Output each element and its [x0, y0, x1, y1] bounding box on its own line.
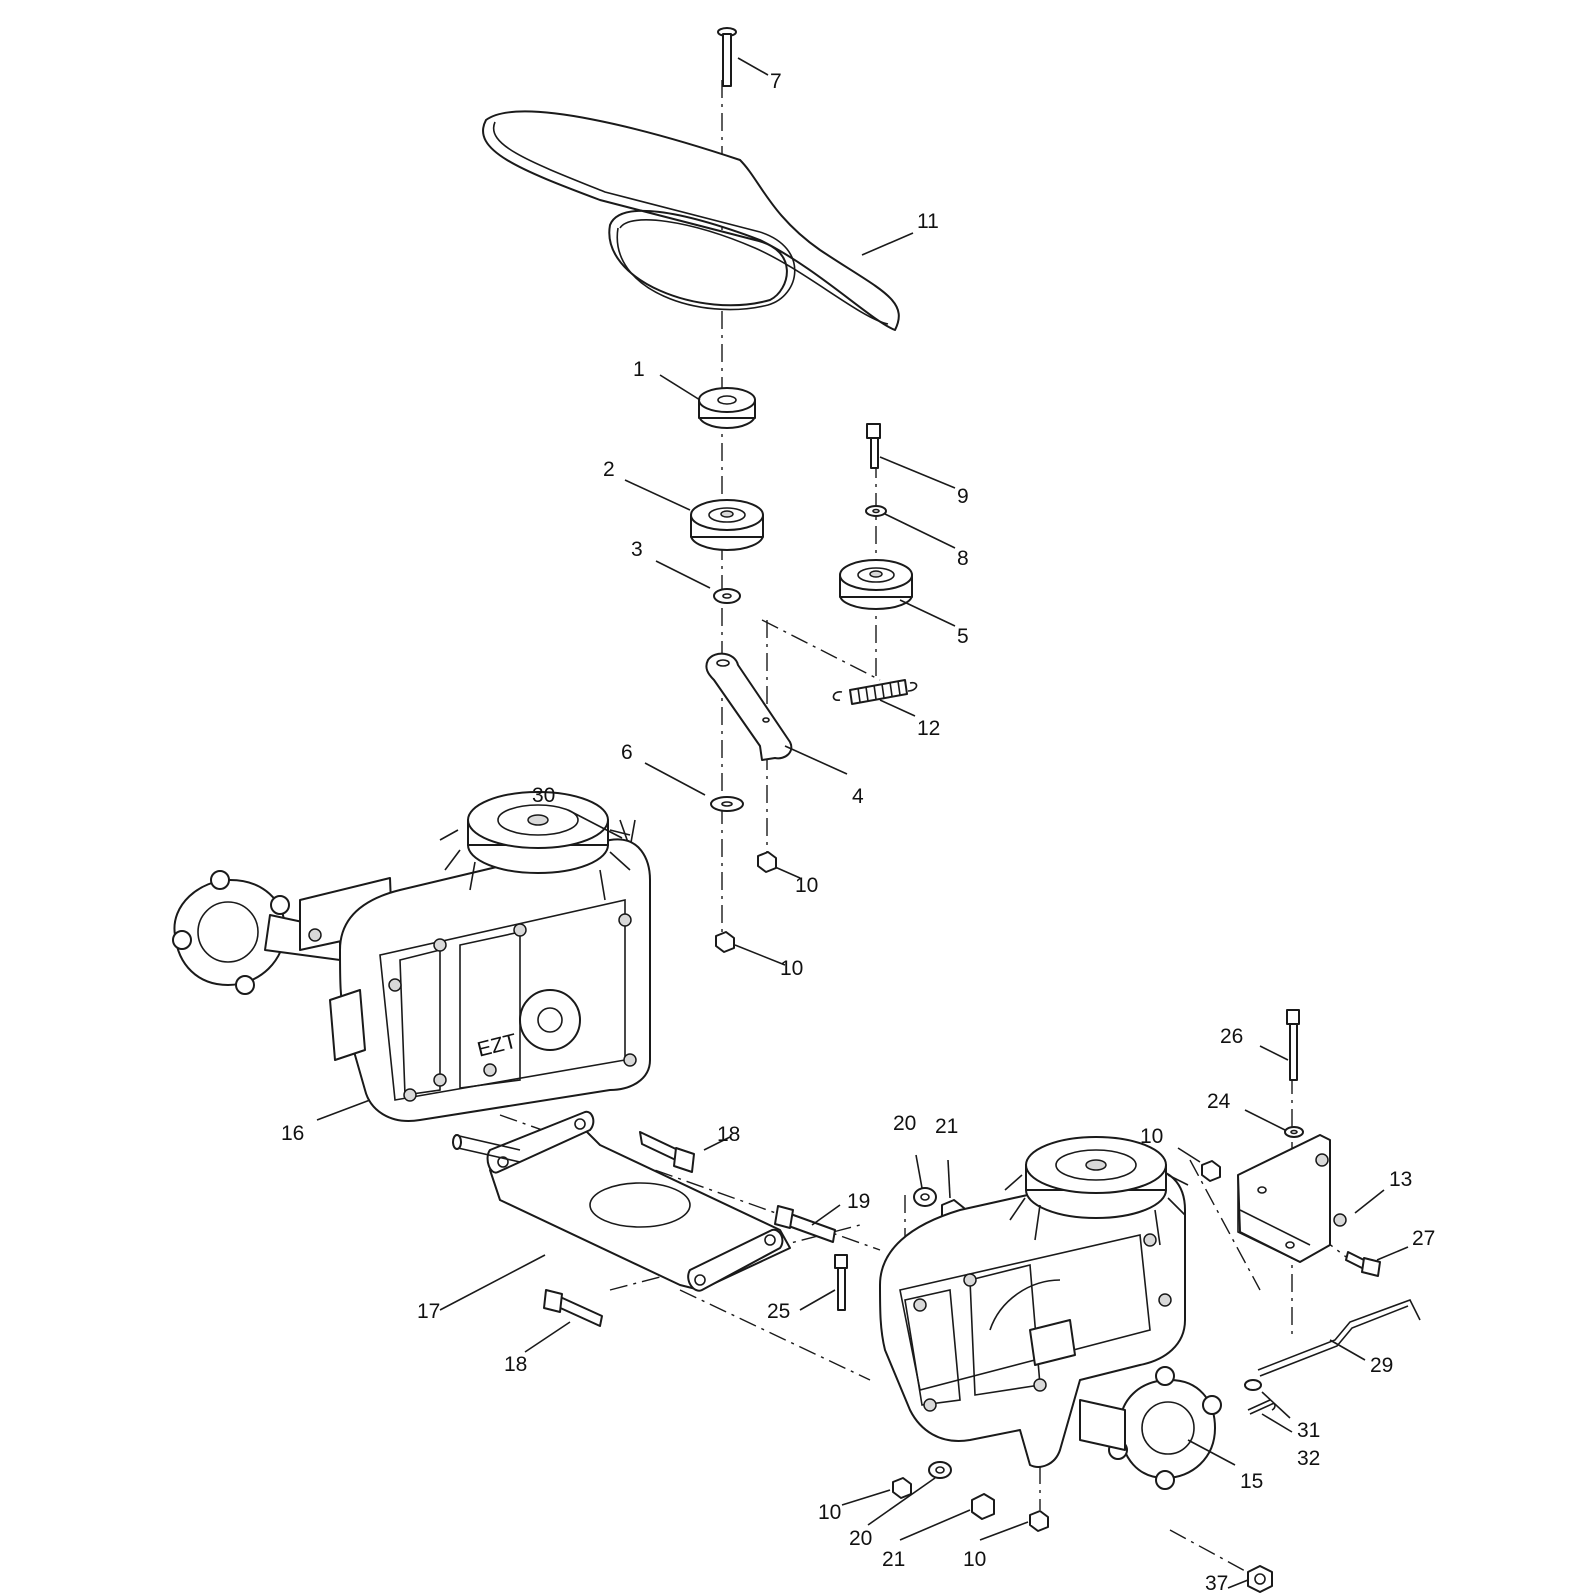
callout-4: 4 [852, 785, 864, 808]
idler-pulley-2 [690, 499, 764, 551]
clevis-pin-7 [717, 27, 737, 87]
washer-20-upper [913, 1187, 937, 1207]
left-transaxle-16 [172, 791, 651, 1122]
callout-20-a: 20 [893, 1112, 916, 1135]
callout-10-e: 10 [963, 1548, 986, 1571]
bolt-18-upper [639, 1131, 695, 1173]
drive-belt-11 [482, 110, 900, 331]
bolt-19 [774, 1205, 836, 1243]
bolt-25 [834, 1254, 848, 1311]
nut-10-lower-a [892, 1477, 912, 1499]
callout-2: 2 [603, 458, 615, 481]
callout-19: 19 [847, 1190, 870, 1213]
callout-8: 8 [957, 547, 969, 570]
callout-6: 6 [621, 741, 633, 764]
callout-1: 1 [633, 358, 645, 381]
callout-20-b: 20 [849, 1527, 872, 1550]
callout-3: 3 [631, 538, 643, 561]
nut-10-upper-a [757, 851, 777, 873]
callout-10-c: 10 [1140, 1125, 1163, 1148]
callout-24: 24 [1207, 1090, 1231, 1113]
washer-20-lower [928, 1461, 952, 1479]
callout-27: 27 [1412, 1227, 1435, 1250]
callout-17: 17 [417, 1300, 440, 1323]
idler-arm-4 [705, 652, 793, 761]
bolt-18-lower [543, 1289, 603, 1327]
idler-pulley-5 [839, 559, 913, 610]
callout-10-d: 10 [818, 1501, 841, 1524]
extension-spring-12 [832, 679, 918, 705]
callout-10-b: 10 [780, 957, 803, 980]
callout-13: 13 [1389, 1168, 1412, 1191]
callout-18-a: 18 [717, 1123, 740, 1146]
washer-8 [865, 505, 887, 517]
control-rod-29 [1257, 1299, 1421, 1377]
callout-15: 15 [1240, 1470, 1263, 1493]
callout-11: 11 [917, 210, 939, 233]
callout-25: 25 [767, 1300, 790, 1323]
callout-32: 32 [1297, 1447, 1320, 1470]
washer-6 [710, 796, 744, 812]
callout-5: 5 [957, 625, 969, 648]
callout-21-b: 21 [882, 1548, 905, 1571]
nut-10-right-top [1201, 1160, 1221, 1182]
mount-plate-17 [452, 1110, 791, 1292]
callout-18-b: 18 [504, 1353, 527, 1376]
callout-12: 12 [917, 717, 940, 740]
cotter-pin-32 [1247, 1399, 1276, 1415]
pulley-1 [698, 387, 756, 429]
callout-26: 26 [1220, 1025, 1243, 1048]
bracket-13 [1237, 1134, 1347, 1263]
washer-24 [1284, 1126, 1304, 1138]
callout-7: 7 [770, 70, 782, 93]
callout-labels: 7 11 1 2 9 8 3 5 12 6 4 30 10 10 26 24 1… [281, 70, 1435, 1595]
nut-10-upper-b [715, 931, 735, 953]
callout-31: 31 [1297, 1419, 1320, 1442]
callout-37: 37 [1205, 1572, 1228, 1595]
washer-31 [1244, 1379, 1262, 1391]
callout-21-a: 21 [935, 1115, 958, 1138]
callout-9: 9 [957, 485, 969, 508]
bolt-9 [866, 423, 881, 469]
leader-lines [316, 57, 1409, 1589]
right-transaxle-15 [879, 1136, 1222, 1490]
nut-10-lower-b [1029, 1510, 1049, 1532]
washer-3 [713, 588, 741, 604]
callout-30: 30 [532, 784, 555, 807]
nut-37 [1247, 1565, 1273, 1593]
callout-16: 16 [281, 1122, 304, 1145]
callout-10-a: 10 [795, 874, 818, 897]
bolt-27 [1345, 1251, 1381, 1277]
nut-21-lower [971, 1493, 995, 1520]
callout-29: 29 [1370, 1354, 1393, 1377]
bolt-26 [1286, 1009, 1300, 1081]
